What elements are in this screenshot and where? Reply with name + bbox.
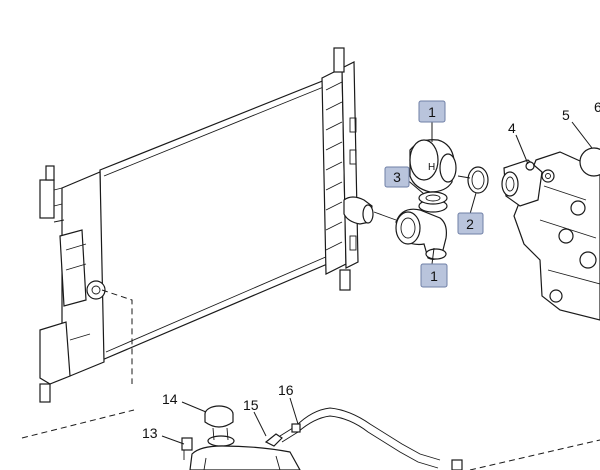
callout-6: 6 [594, 99, 600, 115]
hose-clamp-upper [457, 166, 489, 194]
upper-hose: H [409, 139, 457, 193]
reservoir-hose [264, 407, 463, 470]
callout-label: 1 [428, 104, 436, 120]
callout-13: 13 [142, 425, 158, 441]
lower-hose [395, 208, 447, 260]
callout-label: 3 [393, 169, 401, 185]
callout-label: 1 [430, 268, 438, 284]
callout-2-clamp: 2 [457, 212, 484, 235]
callout-14: 14 [162, 391, 178, 407]
phantom-outline-right [469, 439, 600, 470]
callout-16: 16 [278, 382, 294, 398]
reservoir-sensor [181, 437, 193, 460]
coolant-reservoir [189, 445, 301, 470]
callout-3-seal: 3 [384, 166, 410, 188]
leader-lines [161, 121, 593, 445]
svg-text:H: H [428, 162, 435, 173]
callout-5: 5 [562, 107, 570, 123]
phantom-outline [21, 289, 135, 439]
callout-1-lower-hose: 1 [420, 263, 448, 288]
callout-1-upper-hose: 1 [418, 100, 446, 123]
callout-4: 4 [508, 120, 516, 136]
callout-label: 2 [466, 216, 474, 232]
callout-15: 15 [243, 397, 259, 413]
thermostat-seal [418, 191, 448, 213]
engine-block [501, 147, 600, 321]
radiator [39, 47, 397, 403]
reservoir-cap [204, 405, 235, 447]
